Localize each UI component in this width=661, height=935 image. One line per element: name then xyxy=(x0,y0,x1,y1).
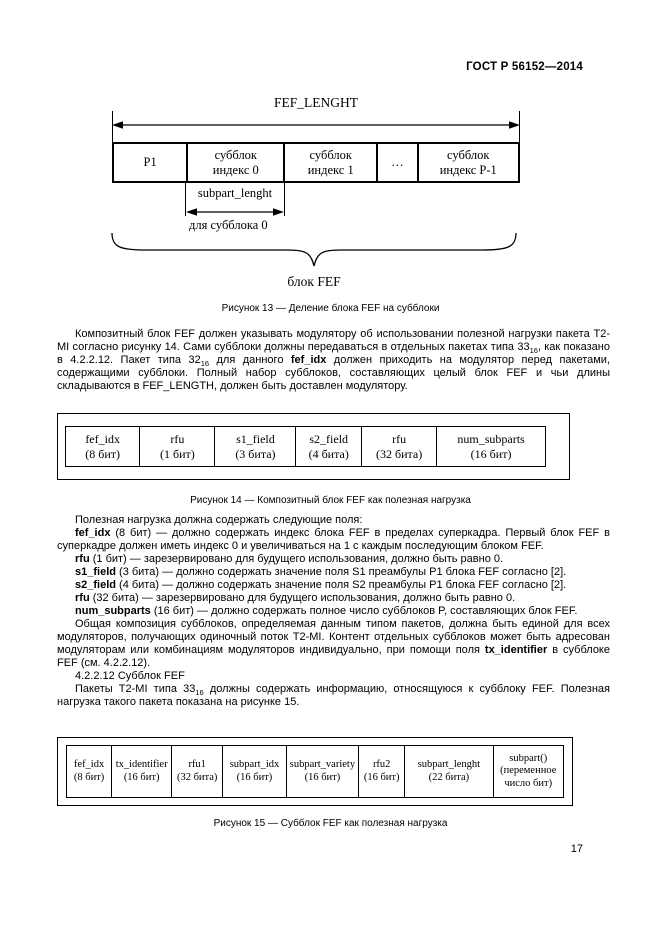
text-run: (8 бит) — должно содержать индекс блока … xyxy=(57,527,610,552)
field-name-inline: num_subparts xyxy=(75,605,151,617)
subpart-length-arrow xyxy=(186,208,284,216)
paragraph: s2_field (4 бита) — должно содержать зна… xyxy=(57,579,610,592)
text-run: (4 бита) — должно содержать значение пол… xyxy=(115,579,567,591)
field-cell-rfu32bit: rfu (32 бита) xyxy=(361,427,436,466)
field-cell-subpart-lenght: subpart_lenght (22 бита) xyxy=(404,746,492,797)
field-cell-fef-idx: fef_idx (8 бит) xyxy=(85,431,121,461)
paragraph: Композитный блок FEF должен указывать мо… xyxy=(57,328,610,393)
field-cell-subpart-variety: subpart_variety (16 бит) xyxy=(285,746,358,797)
figure-13: FEF_LENGHT P1 субблок индекс 0 субблок и… xyxy=(0,90,661,320)
text-run: должен приходить на модулятор перед паке… xyxy=(57,354,611,392)
field-name-inline: fef_idx xyxy=(75,527,111,539)
figure-14: fef_idx (8 бит) rfu (1 бит) s1_field (3 … xyxy=(57,413,570,480)
figure-14-table: fef_idx (8 бит) rfu (1 бит) s1_field (3 … xyxy=(65,426,546,467)
field-name-inline: s2_field xyxy=(75,579,116,591)
paragraph: Пакеты Т2-MI типа 3316 должны содержать … xyxy=(57,683,610,709)
arrow-end-tick-left xyxy=(112,111,113,142)
block-cell-subpart-p1: субблок индекс P-1 xyxy=(416,144,518,181)
fef-block-brace-label: блок FEF xyxy=(287,274,341,289)
fef-block-brace xyxy=(111,232,517,267)
text-run: Полезная нагрузка должна содержать следу… xyxy=(75,514,363,526)
paragraph: rfu (32 бита) — зарезервировано для буду… xyxy=(57,592,610,605)
text-run: 4.2.2.12 Субблок FEF xyxy=(75,670,185,682)
subpart-note: для субблока 0 xyxy=(189,218,268,232)
field-name-inline: rfu xyxy=(75,553,90,565)
figure-15-caption: Рисунок 15 — Субблок FEF как полезная на… xyxy=(213,818,448,829)
subscript: 16 xyxy=(195,688,204,698)
arrow-end-tick-right xyxy=(519,111,520,142)
text-run: (3 бита) — должно содержать значение пол… xyxy=(115,566,567,578)
text-run: Композитный блок FEF должен указывать мо… xyxy=(57,328,610,353)
text-run: (16 бит) — должно содержать полное число… xyxy=(150,605,578,617)
figure-15: fef_idx (8 бит) tx_identifier (16 бит) r… xyxy=(57,737,573,806)
subscript: 16 xyxy=(529,346,538,356)
paragraph: fef_idx (8 бит) — должно содержать индек… xyxy=(57,527,610,553)
subpart-tick-right xyxy=(284,183,285,216)
field-cell-s2-field: s2_field (4 бита) xyxy=(295,427,361,466)
block-cell-ellipsis: … xyxy=(376,144,416,181)
field-cell-subpart-idx: subpart_idx (16 бит) xyxy=(222,746,285,797)
paragraph: rfu (1 бит) — зарезервировано для будуще… xyxy=(57,553,610,566)
block-cell-subpart-1: субблок индекс 1 xyxy=(283,144,376,181)
field-cell-rfu2: rfu2 (16 бит) xyxy=(358,746,404,797)
figure-15-table: fef_idx (8 бит) tx_identifier (16 бит) r… xyxy=(66,745,564,798)
field-cell-rfu1bit: rfu (1 бит) xyxy=(139,427,214,466)
text-run: (1 бит) — зарезервировано для будущего и… xyxy=(89,553,504,565)
field-cell-tx-identifier: tx_identifier (16 бит) xyxy=(111,746,171,797)
body-text: Полезная нагрузка должна содержать следу… xyxy=(57,514,610,709)
paragraph: Полезная нагрузка должна содержать следу… xyxy=(57,514,610,527)
field-name-inline: fef_idx xyxy=(290,354,327,366)
figure-14-caption: Рисунок 14 — Композитный блок FEF как по… xyxy=(190,495,471,506)
text-run: Общая композиция субблоков, определяемая… xyxy=(57,618,610,656)
paragraph: s1_field (3 бита) — должно содержать зна… xyxy=(57,566,610,579)
paragraph: num_subparts (16 бит) — должно содержать… xyxy=(57,605,610,618)
text-run: должны содержать информацию, относящуюся… xyxy=(57,683,610,708)
section-heading: 4.2.2.12 Субблок FEF xyxy=(57,670,610,683)
fef-length-label: FEF_LENGHT xyxy=(274,95,358,110)
text-run: , как показано в 4.2.2.12. Пакет типа 32 xyxy=(57,341,610,366)
subpart-length-label: subpart_lenght xyxy=(197,186,273,200)
field-cell-s1-field: s1_field (3 бита) xyxy=(214,427,295,466)
field-name-inline: rfu xyxy=(75,592,90,604)
text-run: Пакеты Т2-MI типа 33 xyxy=(75,683,196,695)
text-run: для данного xyxy=(209,354,291,366)
paragraph: Общая композиция субблоков, определяемая… xyxy=(57,618,610,670)
field-cell-rfu1: rfu1 (32 бита) xyxy=(171,746,222,797)
page-number: 17 xyxy=(570,843,583,855)
text-run: в субблоке FEF (см. 4.2.2.12). xyxy=(57,644,610,669)
block-cell-subpart-0: субблок индекс 0 xyxy=(186,144,283,181)
field-cell-subpart: subpart() (переменное число бит) xyxy=(492,746,563,797)
page-header: ГОСТ Р 56152—2014 xyxy=(466,61,583,73)
subscript: 16 xyxy=(200,359,210,369)
text-run: (32 бита) — зарезервировано для будущего… xyxy=(89,592,516,604)
fef-block-row: P1 субблок индекс 0 субблок индекс 1 … с… xyxy=(112,142,520,183)
field-name-inline: tx_identifier xyxy=(484,644,548,656)
fef-length-arrow xyxy=(112,121,520,129)
figure-13-caption: Рисунок 13 — Деление блока FEF на суббло… xyxy=(221,303,440,314)
field-cell-num-subparts: num_subparts (16 бит) xyxy=(436,427,545,466)
subpart-tick-left xyxy=(185,183,186,216)
field-cell-fef-idx: fef_idx (8 бит) xyxy=(73,759,105,783)
block-cell-p1: P1 xyxy=(143,155,157,170)
field-name-inline: s1_field xyxy=(75,566,116,578)
